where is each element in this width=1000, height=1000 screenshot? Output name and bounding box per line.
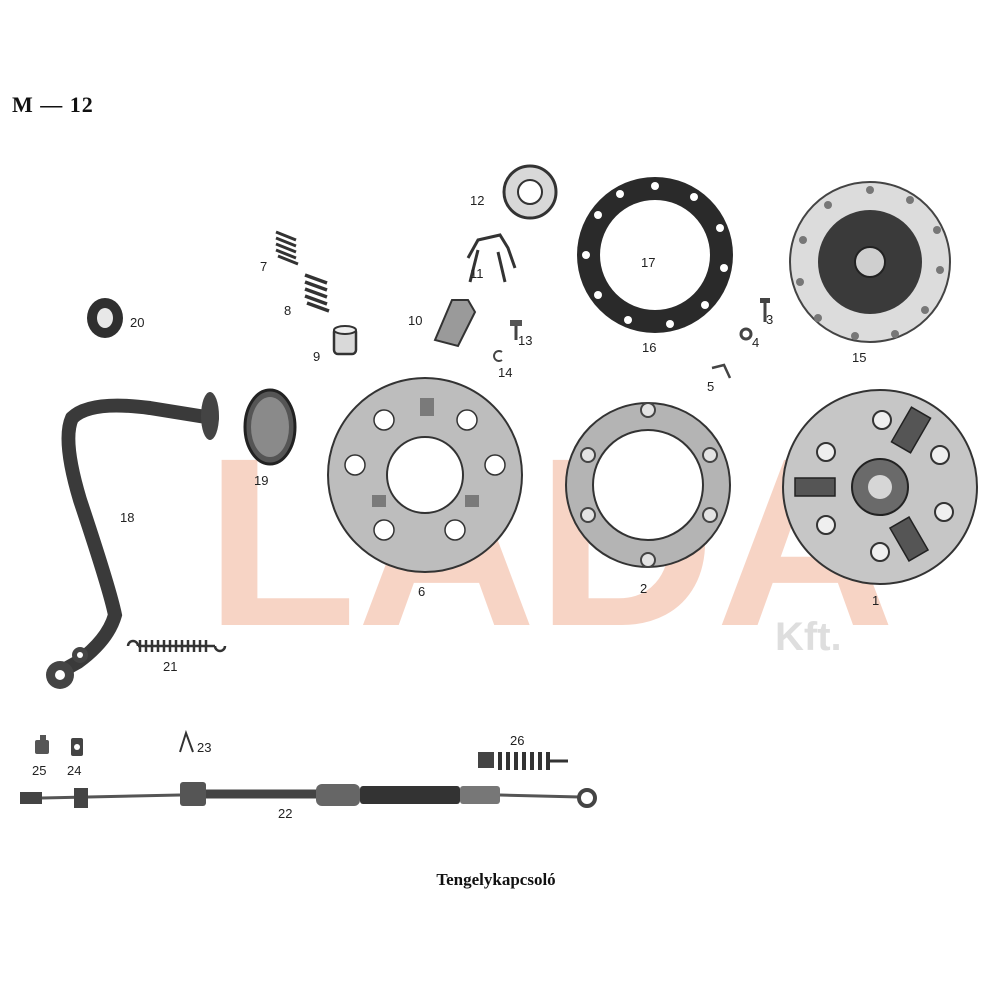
part-24-nut — [71, 738, 83, 756]
part-4-washer — [739, 327, 753, 341]
label-part-19: 19 — [254, 473, 268, 488]
part-9-sleeve — [332, 325, 358, 356]
label-part-24: 24 — [67, 763, 81, 778]
label-part-25: 25 — [32, 763, 46, 778]
part-22-clutch-cable — [20, 782, 597, 808]
part-labels: 1 2 3 4 5 6 7 8 9 10 11 12 13 14 15 16 1… — [32, 193, 879, 821]
part-15-clutch-disc — [789, 181, 951, 343]
label-part-5: 5 — [707, 379, 714, 394]
label-part-2: 2 — [640, 581, 647, 596]
label-part-21: 21 — [163, 659, 177, 674]
part-26-spring — [478, 752, 568, 770]
diagram-caption: Tengelykapcsoló — [0, 870, 1000, 890]
label-part-20: 20 — [130, 315, 144, 330]
part-3-rivet — [760, 298, 770, 322]
part-25-nut — [35, 735, 49, 754]
part-10-release-lever — [433, 299, 477, 348]
part-6-pressure-plate — [327, 377, 523, 573]
label-part-1: 1 — [872, 593, 879, 608]
part-23-clip — [179, 729, 194, 753]
label-part-9: 9 — [313, 349, 320, 364]
caption-text: Tengelykapcsoló — [436, 870, 556, 889]
part-5-clip — [711, 363, 732, 379]
part-11-spring-clip — [466, 233, 517, 283]
part-7-spring — [275, 230, 299, 266]
part-14-circlip — [493, 350, 503, 362]
part-18-pedal-arm — [46, 392, 219, 689]
part-21-return-spring — [126, 639, 227, 653]
label-part-23: 23 — [197, 740, 211, 755]
watermark-text: LADA — [205, 408, 895, 676]
label-part-18: 18 — [120, 510, 134, 525]
label-part-17: 17 — [641, 255, 655, 270]
label-part-3: 3 — [766, 312, 773, 327]
part-13-screw — [510, 320, 522, 340]
label-part-26: 26 — [510, 733, 524, 748]
label-part-6: 6 — [418, 584, 425, 599]
label-part-11: 11 — [470, 266, 484, 281]
part-16-friction-ring — [577, 177, 733, 333]
part-19-pedal-pad — [243, 388, 297, 466]
label-part-12: 12 — [470, 193, 484, 208]
watermark-suffix: Kft. — [775, 615, 842, 659]
part-20-grommet — [87, 298, 123, 338]
watermark: LADA Kft. — [205, 408, 895, 676]
label-part-16: 16 — [642, 340, 656, 355]
label-part-10: 10 — [408, 313, 422, 328]
label-part-22: 22 — [278, 806, 292, 821]
page-code: M — 12 — [12, 92, 94, 117]
part-8-spring — [304, 273, 330, 313]
label-part-15: 15 — [852, 350, 866, 365]
label-part-14: 14 — [498, 365, 512, 380]
label-part-8: 8 — [284, 303, 291, 318]
part-2-friction-ring — [565, 402, 731, 568]
part-1-clutch-assembly — [782, 389, 978, 585]
label-part-13: 13 — [518, 333, 532, 348]
part-12-release-bearing — [502, 164, 558, 220]
label-part-7: 7 — [260, 259, 267, 274]
label-part-4: 4 — [752, 335, 759, 350]
